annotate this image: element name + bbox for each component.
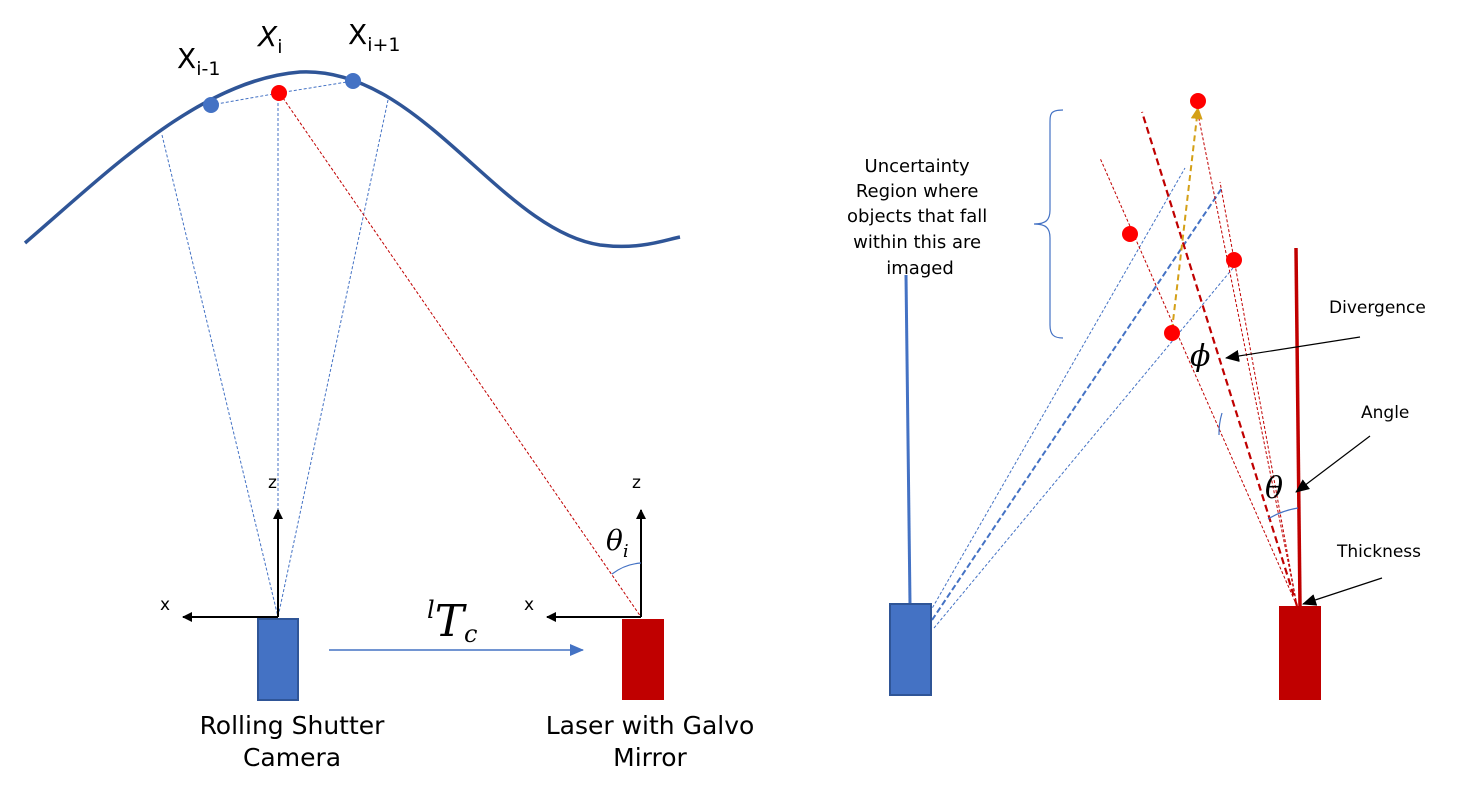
point-next-label: Xi+1 xyxy=(348,18,400,56)
angle-symbol: θ xyxy=(1265,471,1283,506)
divergence-pointer xyxy=(1225,336,1361,362)
camera-z-label: z xyxy=(268,473,277,493)
divergence-symbol: ϕ xyxy=(1190,339,1210,374)
camera-label-line1: Rolling Shutter xyxy=(200,711,386,740)
uncertainty-label: Uncertainty Region where objects that fa… xyxy=(847,156,993,279)
angle-label: Angle xyxy=(1361,403,1409,423)
surface-curve xyxy=(23,70,681,249)
thickness-pointer xyxy=(1302,577,1383,606)
point-next-dot xyxy=(345,73,361,89)
laser-label-line2: Mirror xyxy=(613,743,687,772)
left-panel: Xi-1 Xi Xi+1 z x Rolling Shutter Camera … xyxy=(23,18,755,772)
laser-ray-right xyxy=(1140,111,1299,607)
camera-ray xyxy=(277,99,389,618)
intersect-point xyxy=(1164,325,1180,341)
chord-line xyxy=(278,80,354,94)
laser-body-right xyxy=(1279,606,1321,700)
angle-arc xyxy=(1267,507,1299,520)
camera-body-right xyxy=(889,603,932,696)
transform-label: lTc xyxy=(427,596,478,648)
laser-z-label: z xyxy=(632,473,641,493)
right-panel: Uncertainty Region where objects that fa… xyxy=(847,93,1426,700)
thickness-label: Thickness xyxy=(1336,542,1421,562)
laser-beam xyxy=(1294,247,1302,607)
intersect-point xyxy=(1122,226,1138,242)
laser-label-line1: Laser with Galvo xyxy=(546,711,755,740)
laser-x-label: x xyxy=(524,595,534,615)
chord-line xyxy=(210,92,280,106)
laser-ray-right xyxy=(1219,181,1298,607)
divergence-arc xyxy=(1218,412,1223,436)
laser-ray-right xyxy=(1099,157,1298,607)
intersect-point xyxy=(1226,252,1242,268)
camera-ray-right xyxy=(931,187,1223,621)
camera-ray xyxy=(161,134,279,618)
point-curr-label: Xi xyxy=(256,20,282,58)
camera-ray-right xyxy=(929,167,1186,613)
uncertainty-arrow xyxy=(1171,107,1203,331)
camera-label-line2: Camera xyxy=(243,743,341,772)
camera-stick xyxy=(904,274,912,605)
intersect-point xyxy=(1190,93,1206,109)
point-curr-dot xyxy=(271,85,287,101)
angle-pointer xyxy=(1295,435,1371,493)
laser-angle-label: θi xyxy=(606,524,629,562)
camera-body xyxy=(257,618,299,701)
point-prev-dot xyxy=(203,97,219,113)
laser-ray xyxy=(282,97,642,618)
point-prev-label: Xi-1 xyxy=(177,42,220,80)
divergence-label: Divergence xyxy=(1329,298,1426,318)
camera-ray-right xyxy=(933,261,1239,629)
camera-x-label: x xyxy=(160,595,170,615)
laser-body xyxy=(622,619,664,700)
laser-angle-arc xyxy=(611,562,642,575)
uncertainty-brace xyxy=(1033,109,1064,339)
